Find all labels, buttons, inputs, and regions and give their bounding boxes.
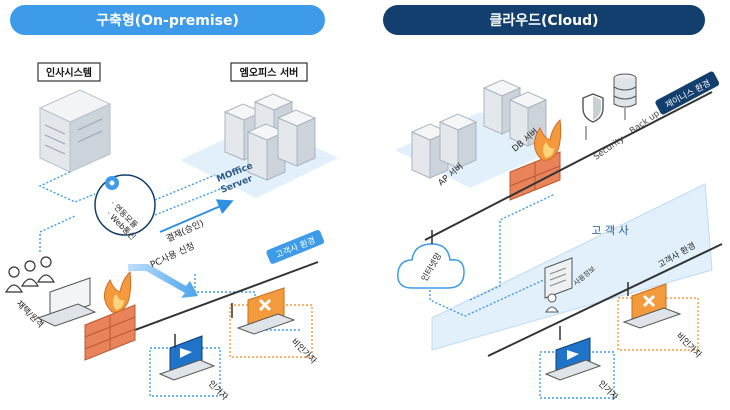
block-x-icon [258,298,272,312]
cloud-customer-line [487,243,723,357]
cloud-header: 클라우드(Cloud) [383,5,705,35]
shield-icon [582,93,604,123]
authorized-laptop-icon [149,335,221,397]
firewall-icon [84,270,136,361]
cloud-network-line [424,91,713,241]
cloud-firewall-icon [509,118,562,201]
hr-system-icon [38,89,112,173]
db-server-icon [482,79,548,147]
cloud-unauthorized-label: 비인가자 [674,330,704,360]
cloud-authorized-laptop-icon [539,337,615,399]
hr-system-label-box [37,62,101,82]
cloud-block-x-icon [642,294,656,308]
server-rack-icon [223,93,317,181]
pc-request-label: PC사용 신청 [149,241,197,271]
module-circle [94,174,156,236]
ap-server-icon [410,113,478,179]
customer-label: 고 객 사 [591,224,628,237]
cloud-connection-lines [429,193,556,317]
unauthorized-label: 비인가자 [289,336,319,366]
remote-users-icon [4,256,56,293]
customer-env-tag: 고객사 환경 [266,230,324,264]
internet-cloud-icon [397,243,465,289]
onpremise-header: 구축형(On-premise) [10,5,325,35]
customer-network-line [107,261,319,341]
unauthorized-laptop-icon [229,287,313,358]
remote-laptop-icon [36,277,97,327]
cloud-authorized-label: 인가자 [596,378,620,402]
authorized-label: 인가자 [206,378,230,402]
user-info-document-icon [544,257,573,313]
server-title-box [230,62,308,82]
hr-system-label: 인사시스템 [46,66,92,79]
backup-database-icon [613,73,637,108]
play-icon [180,348,192,358]
cloud-play-icon [567,350,579,360]
remote-label: 재택/원격 [14,298,46,330]
gear-hub-icon [109,180,115,186]
connection-lines [38,171,300,331]
cloud-unauthorized-laptop-icon [617,283,699,351]
approval-arrow-icon [159,199,234,233]
request-arrow-icon [128,264,198,298]
server-title-label: 엠오피스 서버 [240,66,299,79]
